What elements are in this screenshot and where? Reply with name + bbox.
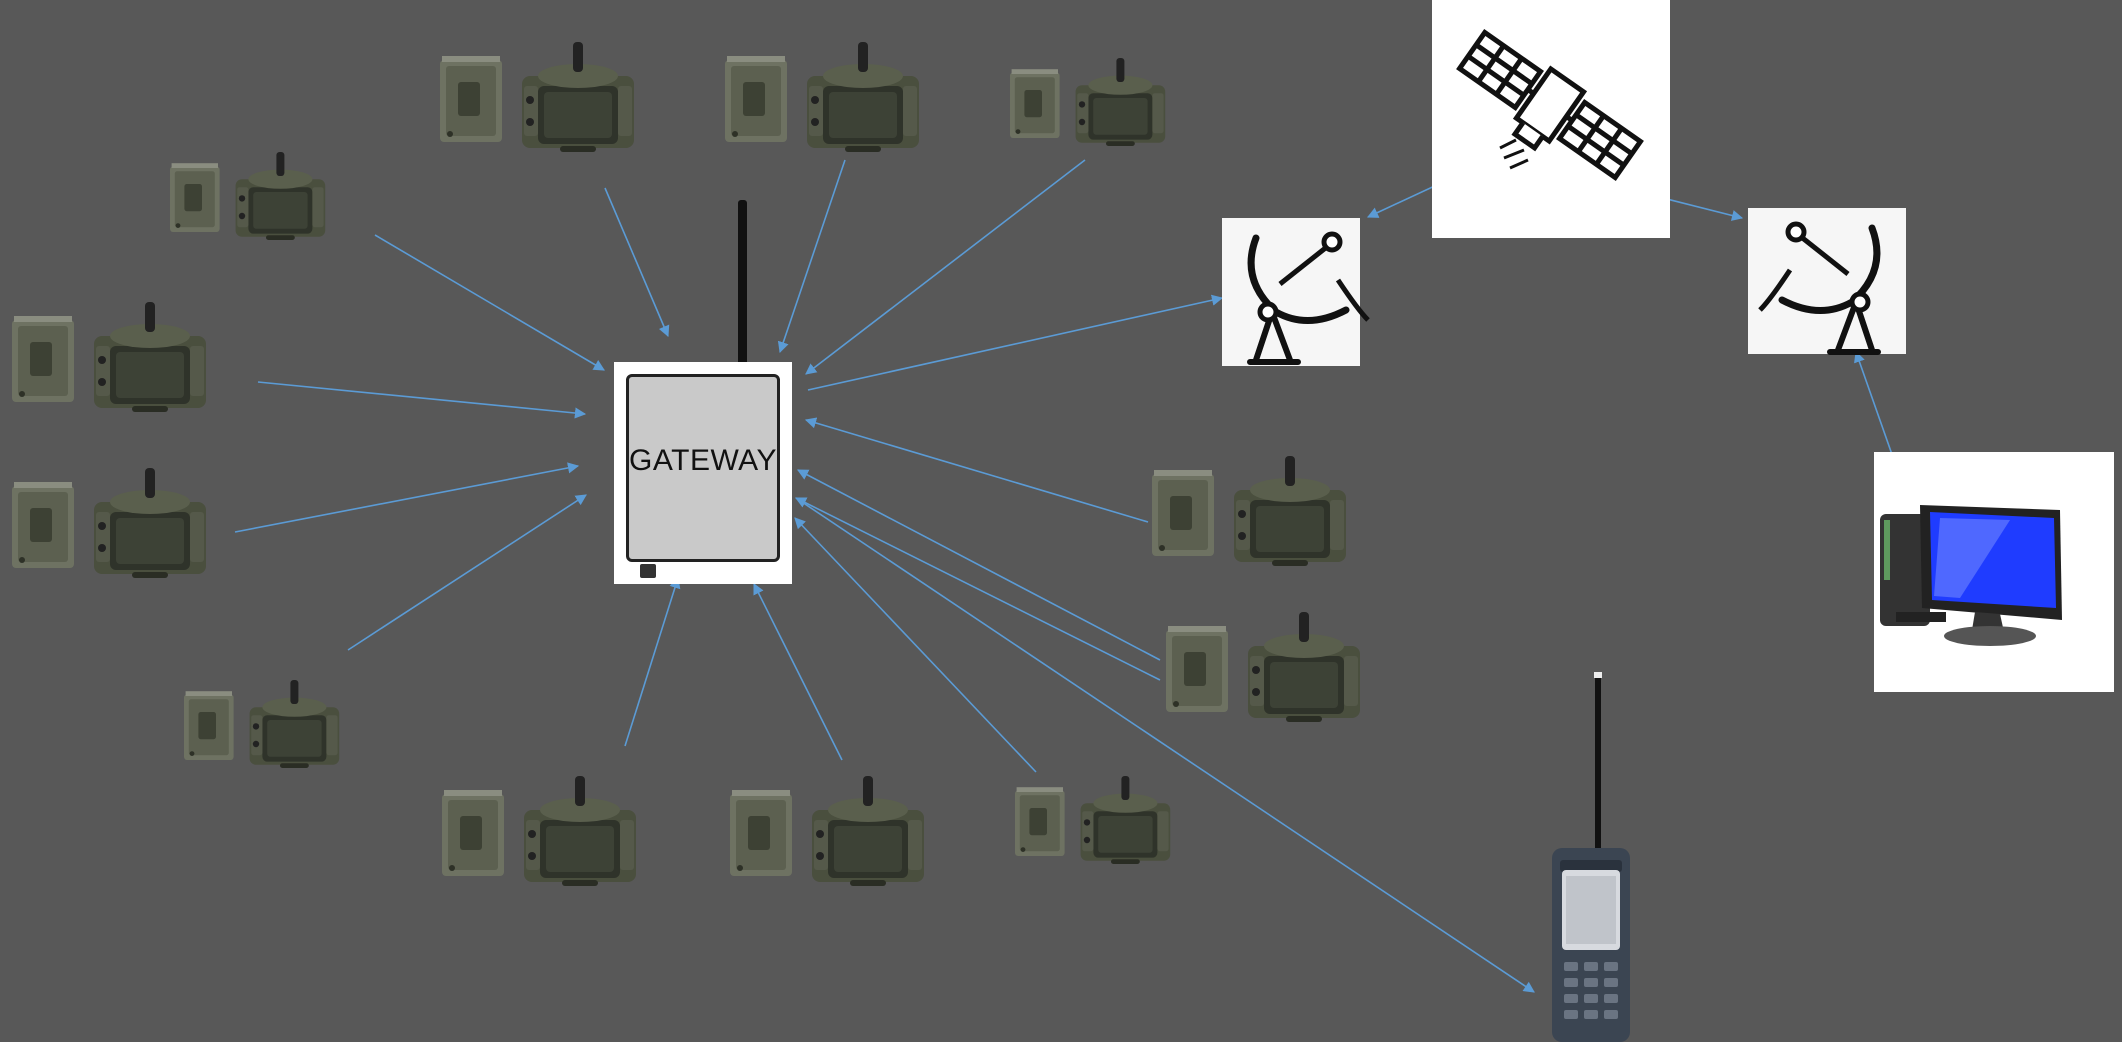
gateway-label: GATEWAY [629, 444, 777, 477]
satellite-dish-left [1222, 218, 1368, 366]
arrow-gateway-to-handheld [795, 497, 1535, 993]
connector-icon [640, 564, 656, 578]
arrow-sensor-to-gateway [374, 234, 605, 371]
ground-sensor-icon [1152, 456, 1346, 566]
ground-sensor-icon [170, 152, 326, 240]
arrow-sensor-to-gateway [604, 187, 670, 338]
arrow-gateway-to-dish [807, 294, 1224, 391]
arrow-sensor-to-gateway [347, 494, 587, 651]
arrows [234, 159, 1910, 993]
ground-sensor-icon [184, 680, 340, 768]
antenna-icon [738, 200, 747, 366]
arrow-sensor-to-gateway [805, 159, 1086, 375]
arrow-sensor-to-gateway [794, 497, 1161, 681]
arrow-sensor-to-gateway [804, 417, 1149, 523]
ground-sensor-icon [440, 42, 634, 152]
computer-icon [1874, 452, 2114, 692]
gateway: GATEWAY [614, 362, 792, 584]
ground-sensor-icon [730, 776, 924, 886]
ground-sensor-icon [442, 776, 636, 886]
arrow-sensor-to-gateway [257, 381, 587, 419]
ground-sensor-icon [725, 42, 919, 152]
handheld-radio-icon [1552, 672, 1630, 1042]
satellite-icon [1432, 0, 1670, 238]
ground-sensor-icon [12, 302, 206, 412]
gateway-enclosure [626, 374, 780, 562]
arrow-sensor-to-gateway [797, 469, 1161, 661]
ground-sensor-icon [1015, 776, 1171, 864]
ground-sensor-icon [1166, 612, 1360, 722]
arrow-sensor-to-gateway [624, 576, 681, 747]
arrow-sensor-to-gateway [777, 159, 846, 354]
arrow-sensor-to-gateway [794, 517, 1037, 773]
ground-sensor-icon [1010, 58, 1166, 146]
satellite-dish-right [1748, 208, 1906, 354]
ground-sensor-icon [12, 468, 206, 578]
arrow-sensor-to-gateway [753, 582, 843, 761]
arrow-sensor-to-gateway [234, 462, 580, 533]
